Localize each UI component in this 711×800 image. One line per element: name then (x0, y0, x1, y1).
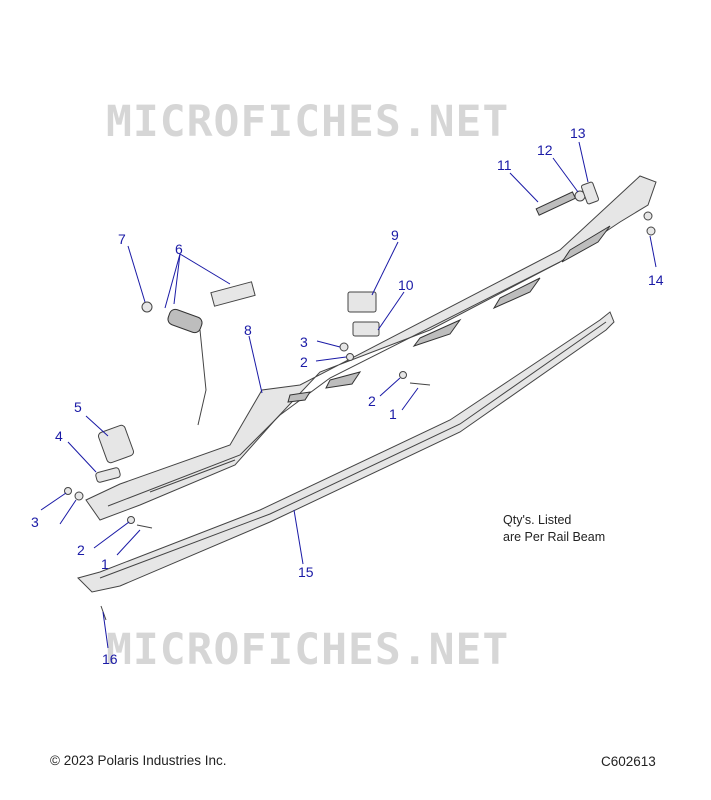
callout-11: 11 (497, 157, 512, 173)
callout-6: 6 (175, 241, 183, 257)
rail-beam-frame (85, 175, 657, 521)
callout-3-lower: 3 (31, 514, 39, 530)
callout-7: 7 (118, 231, 126, 247)
watermark-bottom: MICROFICHES.NET (106, 625, 509, 675)
callout-8: 8 (244, 322, 252, 338)
slide-rail (77, 311, 615, 593)
callout-16: 16 (102, 651, 118, 667)
callout-10: 10 (398, 277, 414, 293)
callout-13: 13 (570, 125, 586, 141)
callout-2-upper: 2 (300, 354, 308, 370)
callout-9: 9 (391, 227, 399, 243)
callout-14: 14 (648, 272, 664, 288)
callout-12: 12 (537, 142, 553, 158)
callout-2-middle: 2 (368, 393, 376, 409)
callout-labels: 1 1 2 2 2 3 3 4 5 6 7 8 9 10 11 12 13 14… (31, 125, 664, 667)
callout-1-upper: 1 (389, 406, 397, 422)
quantity-note-line-2: are Per Rail Beam (503, 530, 606, 544)
copyright-text: © 2023 Polaris Industries Inc. (50, 753, 227, 768)
quantity-note: Qty's. Listed are Per Rail Beam (503, 512, 605, 546)
callout-1-lower: 1 (101, 556, 109, 572)
watermark-top: MICROFICHES.NET (106, 97, 509, 147)
quantity-note-line-1: Qty's. Listed (503, 513, 572, 527)
spring-assembly (141, 281, 256, 426)
callout-3-upper: 3 (300, 334, 308, 350)
callout-5: 5 (74, 399, 82, 415)
callout-2-lower: 2 (77, 542, 85, 558)
leader-lines (40, 141, 657, 649)
callout-15: 15 (298, 564, 314, 580)
diagram-code: C602613 (601, 754, 656, 769)
callout-4: 4 (55, 428, 63, 444)
